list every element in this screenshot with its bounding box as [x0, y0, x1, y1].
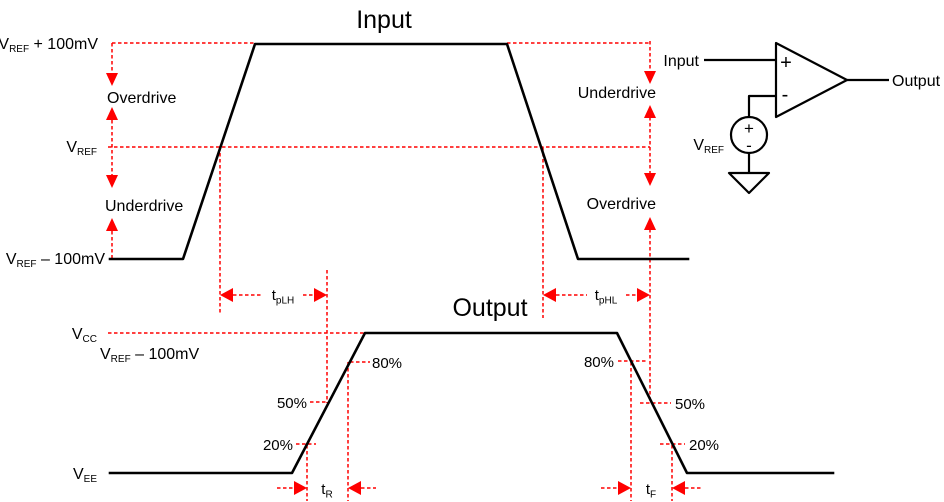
- fall-time-measure: [601, 362, 701, 501]
- output-title: Output: [452, 294, 527, 322]
- comparator-circuit: [704, 41, 889, 195]
- opamp-minus-symbol: -: [782, 84, 789, 106]
- p20-right-label: 20%: [689, 437, 719, 454]
- tr-label: tR: [321, 481, 332, 501]
- overdrive-right-label: Overdrive: [587, 196, 656, 213]
- output-waveform: [108, 331, 835, 475]
- input-waveform: [108, 42, 690, 261]
- arrow-down-icon: [106, 175, 118, 188]
- source-minus-symbol: -: [746, 136, 752, 155]
- vref-minus-100mv-label: VREF – 100mV: [6, 251, 105, 270]
- arrow-up-icon: [106, 107, 118, 120]
- tplh-label: tpLH: [272, 287, 295, 307]
- arrow-right-icon: [618, 481, 631, 495]
- reference-level-lines: [108, 42, 650, 334]
- p50-right-label: 50%: [675, 396, 705, 413]
- ground-icon: [727, 171, 771, 195]
- tphl-label: tpHL: [595, 287, 618, 307]
- vcc-label: VCC: [72, 326, 97, 345]
- rise-time-measure: [277, 362, 376, 501]
- p80-left-label: 80%: [372, 355, 402, 372]
- arrow-down-icon: [106, 73, 118, 86]
- left-drive-measure-column: [106, 43, 118, 259]
- vref-plus-100mv-label: VREF + 100mV: [0, 36, 98, 55]
- right-drive-measure-column: [644, 41, 656, 403]
- tf-label: tF: [646, 481, 656, 501]
- input-title: Input: [356, 6, 412, 34]
- circuit-input-label: Input: [663, 53, 699, 70]
- circuit-output-label: Output: [892, 73, 941, 90]
- source-plus-symbol: +: [744, 119, 754, 138]
- threshold-pointer-dashes: [296, 360, 685, 445]
- arrow-up-icon: [644, 217, 656, 230]
- arrow-right-icon: [314, 288, 327, 302]
- arrow-left-icon: [672, 481, 685, 495]
- arrow-down-icon: [644, 71, 656, 84]
- opamp-plus-symbol: +: [780, 52, 792, 74]
- arrow-left-icon: [220, 288, 233, 302]
- p20-left-label: 20%: [263, 437, 293, 454]
- vee-label: VEE: [73, 466, 97, 485]
- arrow-left-icon: [543, 288, 556, 302]
- arrow-right-icon: [294, 481, 307, 495]
- overdrive-left-label: Overdrive: [107, 90, 176, 107]
- arrow-down-icon: [644, 173, 656, 186]
- inverting-input-wire: [747, 94, 776, 118]
- circuit-vref-label: VREF: [693, 137, 724, 156]
- arrow-up-icon: [106, 218, 118, 231]
- underdrive-left-label: Underdrive: [105, 198, 183, 215]
- tphl-measure: [542, 147, 650, 318]
- arrow-up-icon: [644, 105, 656, 118]
- opamp-triangle-icon: [774, 41, 849, 119]
- p50-left-label: 50%: [277, 395, 307, 412]
- output-vref-minus-100mv-label: VREF – 100mV: [100, 346, 199, 365]
- vref-label: VREF: [66, 139, 97, 158]
- underdrive-right-label: Underdrive: [578, 85, 656, 102]
- arrow-left-icon: [348, 481, 361, 495]
- p80-right-label: 80%: [584, 354, 614, 371]
- tplh-measure: [219, 147, 328, 403]
- arrow-right-icon: [637, 288, 650, 302]
